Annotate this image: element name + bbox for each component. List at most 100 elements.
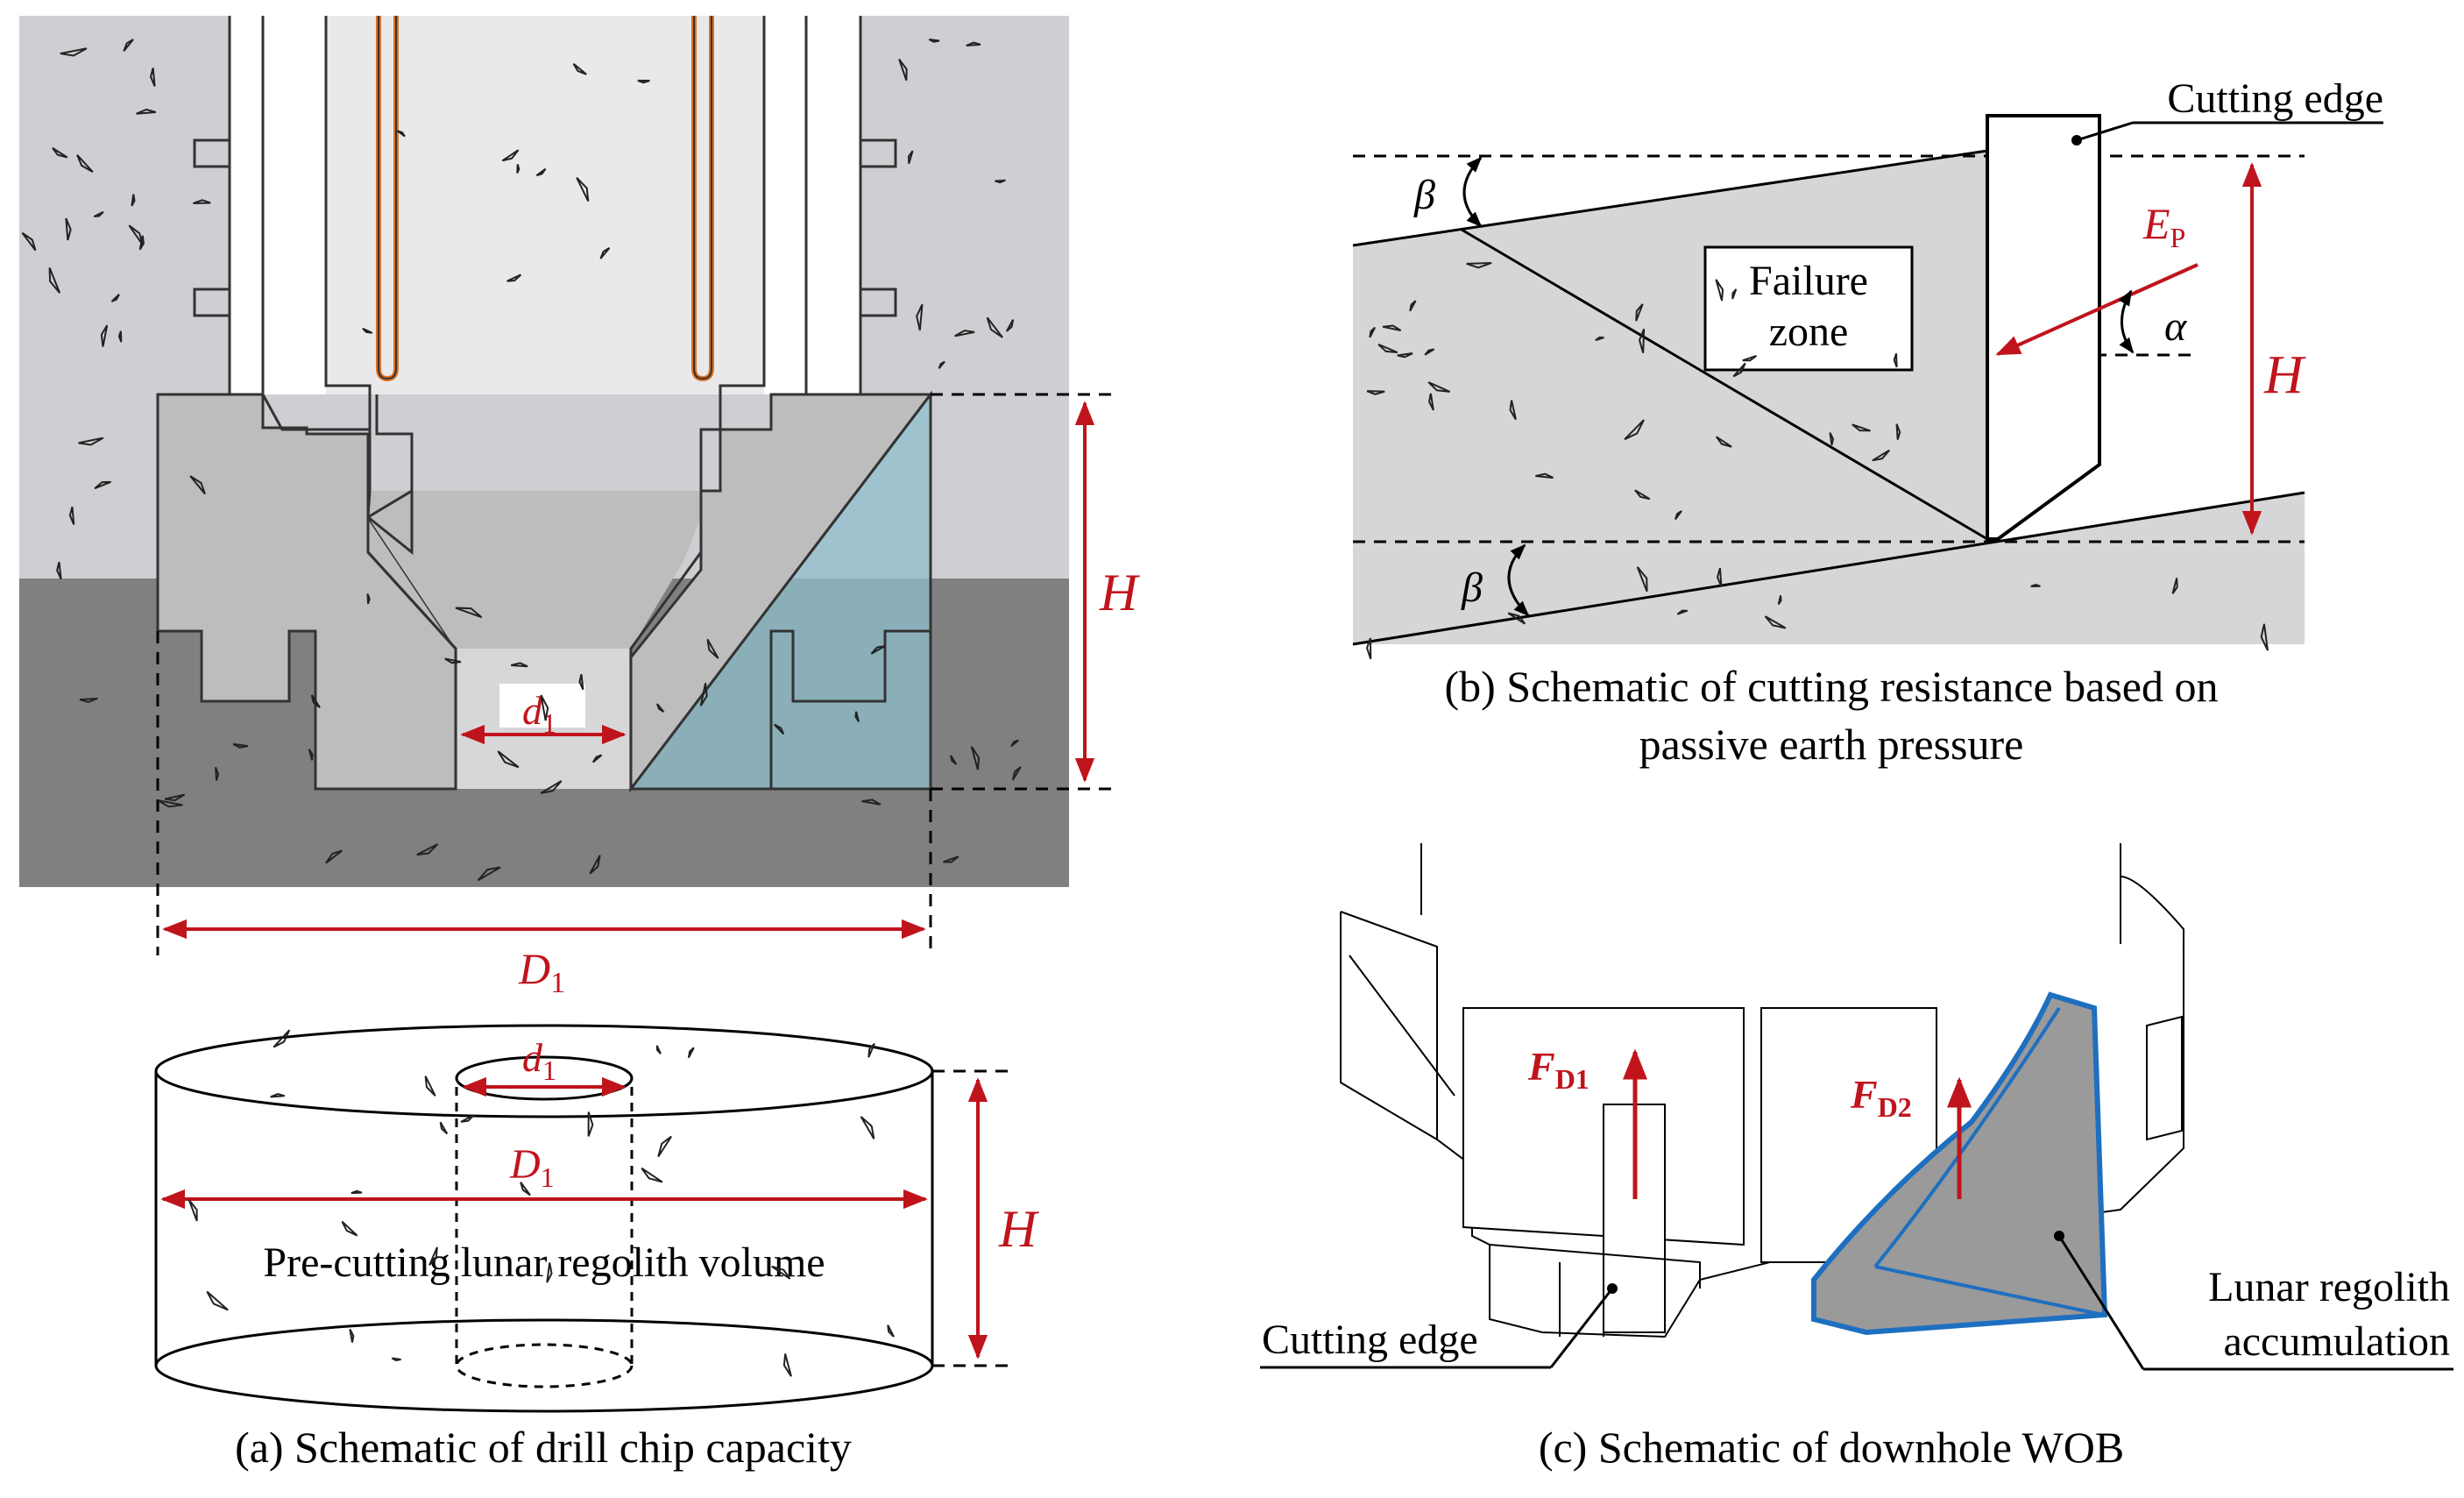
regolith-particle	[396, 130, 406, 138]
regolith-particle	[657, 1135, 673, 1158]
regolith-particle	[1366, 390, 1385, 395]
regolith-particle	[1732, 362, 1746, 378]
panel-b: Failure zone Cutting edge EP α H β β (b)…	[1352, 75, 2383, 769]
regolith-particle	[424, 1076, 436, 1097]
regolith-particle	[1595, 336, 1604, 342]
cyl-volume-text: Pre-cutting lunar regolith volume	[263, 1239, 825, 1286]
surface-top	[1352, 149, 1988, 247]
regolith-particle	[21, 231, 37, 252]
Ep-arrow	[1995, 263, 2198, 356]
regolith-particle	[128, 224, 144, 245]
regolith-particle	[78, 437, 104, 446]
regolith-particle	[1427, 381, 1450, 393]
regolith-particle	[860, 1116, 875, 1139]
regolith-particle	[193, 199, 211, 204]
regolith-particle	[349, 1329, 355, 1343]
regolith-particle	[599, 247, 611, 259]
regolith-particle	[887, 1324, 895, 1338]
failure-zone-box	[1703, 245, 1914, 372]
regolith-particle	[995, 179, 1006, 184]
regolith-particle	[771, 1265, 791, 1280]
regolith-particle	[540, 694, 549, 721]
regolith-particle	[100, 324, 109, 347]
regolith-particle	[1382, 324, 1402, 332]
regolith-particle	[444, 657, 462, 664]
regolith-particle	[60, 47, 88, 57]
regolith-particle	[501, 149, 520, 162]
regolith-particle	[308, 749, 314, 761]
regolith-particle	[1377, 344, 1398, 354]
regolith-particle	[986, 316, 1003, 338]
regolith-particle	[916, 303, 924, 331]
regolith-particle	[131, 194, 136, 207]
regolith-particle	[1010, 739, 1019, 748]
regolith-particle	[1535, 472, 1554, 479]
regolith-particle	[970, 746, 981, 770]
cutting-edge-label-c: Cutting edge	[1262, 1317, 1478, 1363]
regolith-particle	[1674, 510, 1682, 521]
regolith-particle	[1635, 303, 1644, 322]
drill-pipe-inner	[326, 16, 764, 394]
regolith-particle	[325, 849, 343, 864]
regolith-particle	[540, 780, 563, 794]
regolith-particle	[310, 694, 321, 708]
regolith-particle	[1466, 261, 1492, 269]
pipe-outline-left	[193, 16, 231, 394]
regolith-particle	[587, 1111, 594, 1137]
regolith-particle	[477, 866, 501, 882]
H-label-b: H	[2263, 345, 2306, 405]
regolith-particle	[954, 330, 975, 337]
regolith-particle	[1005, 319, 1015, 332]
chip-capacity-notch	[769, 629, 931, 789]
regolith-particle	[898, 58, 908, 82]
regolith-particle	[572, 63, 587, 75]
cutting-edge-leader	[2076, 121, 2134, 142]
regolith-particle	[1427, 393, 1434, 411]
regolith-particle	[589, 855, 601, 875]
regolith-particle	[1636, 566, 1648, 593]
panel-a: d1 D1 H d1 D1 H Pre-cutting lunar regoli…	[19, 16, 1141, 1472]
chip-volume-cylinder	[154, 1024, 1008, 1413]
regolith-particle	[576, 176, 590, 202]
regolith-particle	[1715, 279, 1724, 302]
regolith-particle	[1509, 400, 1517, 421]
regolith-particle	[362, 327, 373, 334]
regolith-particle	[136, 108, 157, 115]
regolith-particle	[391, 1357, 401, 1361]
regolith-particle	[1624, 419, 1645, 441]
cutting-edge-label-b: Cutting edge	[2167, 75, 2383, 122]
regolith-particle	[950, 755, 958, 765]
regolith-particle	[637, 79, 650, 84]
cyl-label-D1: D1	[509, 1141, 555, 1193]
regolith-particle	[117, 330, 123, 343]
regolith-particle	[2260, 623, 2269, 651]
regolith-particle	[1676, 609, 1689, 615]
regolith-particle	[1893, 353, 1898, 368]
cutting-tool	[1986, 114, 2101, 541]
regolith-particle	[1716, 567, 1723, 587]
regolith-particle	[699, 683, 708, 706]
regolith-particle	[460, 1114, 475, 1123]
regolith-particle	[273, 1029, 291, 1048]
accumulation-leader	[2057, 1235, 2145, 1370]
regolith-particle	[157, 799, 183, 808]
regolith-particle	[94, 480, 111, 490]
regolith-particle	[1742, 355, 1758, 362]
regolith-particle	[510, 662, 528, 668]
regolith-particle	[1829, 432, 1835, 446]
regolith-particle	[65, 217, 72, 241]
regolith-particle	[110, 294, 120, 302]
regolith-particle	[506, 273, 522, 282]
regolith-particle	[520, 1182, 531, 1196]
regolith-particle	[546, 1262, 553, 1283]
failure-zone-line1: Failure	[1749, 258, 1868, 304]
regolith-particle	[206, 1290, 229, 1311]
pipe-outline-right	[859, 16, 897, 394]
surface-bottom	[1352, 491, 2305, 646]
regolith-particle	[1011, 766, 1022, 781]
label-d1: d1	[522, 688, 556, 739]
regolith-particle	[149, 67, 156, 87]
regolith-particle	[52, 146, 68, 159]
regolith-particle	[516, 164, 520, 174]
